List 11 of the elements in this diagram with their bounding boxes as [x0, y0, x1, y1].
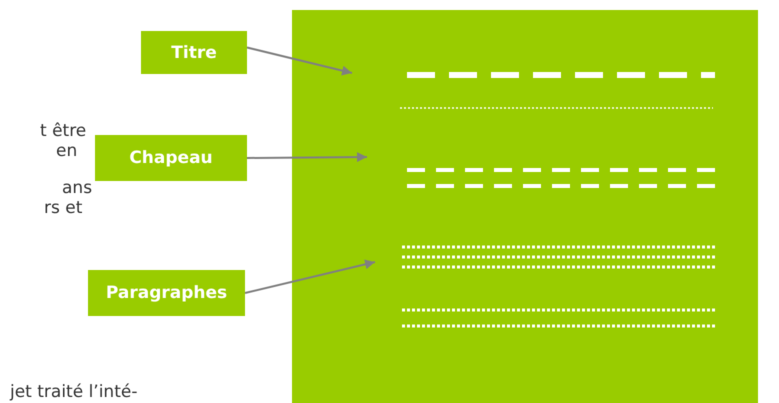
body-text: jet traité l’inté- [10, 382, 138, 402]
body-text: t être [40, 121, 86, 141]
arrow [246, 46, 352, 76]
body-text: ans [62, 178, 92, 198]
label-box: Titre [141, 31, 247, 74]
arrow [244, 259, 376, 294]
label-box: Chapeau [95, 135, 247, 181]
body-text: rs et [44, 198, 82, 218]
label-box: Paragraphes [88, 270, 245, 316]
arrow [247, 152, 367, 162]
body-text: en [56, 141, 78, 161]
